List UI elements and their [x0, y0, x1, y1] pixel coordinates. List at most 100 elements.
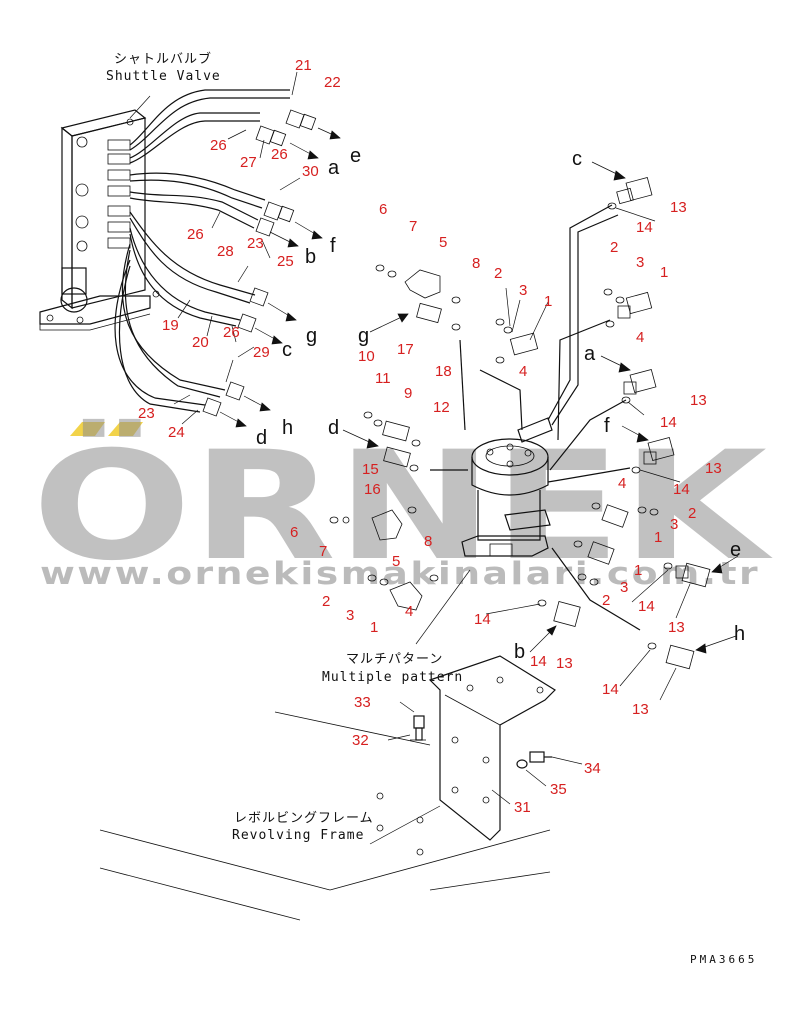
revolving-frame: [99, 711, 551, 921]
multiple-pattern-label-en: Multiple pattern: [322, 670, 463, 685]
part-number: 16: [364, 481, 381, 498]
part-number: 28: [217, 243, 234, 260]
port-letter: a: [584, 343, 596, 365]
fittings-left: [329, 264, 539, 611]
part-number: 13: [705, 460, 722, 477]
part-number: 8: [424, 533, 432, 550]
part-number: 3: [620, 579, 628, 596]
port-letter: a: [328, 157, 340, 179]
port-letter: d: [256, 427, 267, 449]
part-number: 15: [362, 461, 379, 478]
port-letter: e: [730, 539, 741, 561]
part-number: 1: [634, 562, 642, 579]
part-number: 23: [247, 235, 264, 252]
part-number: 1: [660, 264, 668, 281]
part-number: 3: [670, 516, 678, 533]
shuttle-valve: [39, 109, 160, 331]
port-letter: c: [282, 339, 292, 361]
part-number: 34: [584, 760, 601, 777]
part-number: 25: [277, 253, 294, 270]
hose-fittings: [202, 109, 317, 417]
part-number: 3: [636, 254, 644, 271]
part-number: 10: [358, 348, 375, 365]
part-number: 32: [352, 732, 369, 749]
port-letter: e: [350, 145, 361, 167]
part-number: 14: [636, 219, 653, 236]
part-number: 13: [690, 392, 707, 409]
part-number: 22: [324, 74, 341, 91]
part-number: 14: [530, 653, 547, 670]
part-number: 27: [240, 154, 257, 171]
hoses: [114, 89, 290, 413]
revolving-frame-label-jp: レボルビングフレーム: [234, 811, 374, 826]
part-number: 26: [210, 137, 227, 154]
part-number: 6: [379, 201, 387, 218]
part-number: 24: [168, 424, 185, 441]
part-number: 14: [602, 681, 619, 698]
piping: [430, 204, 641, 631]
part-number: 7: [319, 543, 327, 560]
part-number: 19: [162, 317, 179, 334]
port-arrows: [342, 161, 739, 654]
part-number: 26: [223, 324, 240, 341]
part-number: 8: [472, 255, 480, 272]
part-number: 35: [550, 781, 567, 798]
port-letter: h: [734, 623, 745, 645]
captions: シャトルバルブ Shuttle Valve マルチパターン Multiple p…: [106, 51, 754, 966]
part-number: 2: [494, 265, 502, 282]
port-letter: c: [572, 148, 582, 170]
part-number: 2: [610, 239, 618, 256]
part-number: 2: [688, 505, 696, 522]
part-number: 4: [636, 329, 644, 346]
part-number: 14: [474, 611, 491, 628]
part-number: 5: [392, 553, 400, 570]
port-letter: b: [514, 641, 525, 663]
port-letter: f: [330, 235, 336, 257]
part-number: 1: [654, 529, 662, 546]
swivel-joint: [461, 417, 553, 557]
watermark-accent-2: [108, 422, 143, 436]
part-numbers: 21 22 26 27 26 30 26 28 23 25 19 20 26 2…: [138, 57, 722, 816]
part-number: 6: [290, 524, 298, 541]
part-number: 31: [514, 799, 531, 816]
port-letter: h: [282, 417, 293, 439]
multiple-pattern-label-jp: マルチパターン: [346, 652, 443, 667]
part-number: 26: [187, 226, 204, 243]
part-number: 4: [519, 363, 527, 380]
bracket: [410, 655, 556, 841]
revolving-frame-label-en: Revolving Frame: [232, 828, 364, 843]
part-number: 1: [370, 619, 378, 636]
part-number: 13: [632, 701, 649, 718]
part-number: 4: [405, 603, 413, 620]
port-letter: g: [306, 325, 317, 347]
part-number: 2: [602, 592, 610, 609]
part-number: 13: [556, 655, 573, 672]
part-number: 3: [346, 607, 354, 624]
part-number: 14: [673, 481, 690, 498]
part-number: 13: [670, 199, 687, 216]
part-number: 14: [638, 598, 655, 615]
part-number: 14: [660, 414, 677, 431]
part-number: 26: [271, 146, 288, 163]
part-number: 17: [397, 341, 414, 358]
part-number: 30: [302, 163, 319, 180]
part-number: 2: [322, 593, 330, 610]
port-letters: a e b f c g d h c g d a f e b h: [256, 145, 745, 663]
hose-arrows: [219, 127, 341, 428]
part-number: 33: [354, 694, 371, 711]
port-letter: f: [604, 415, 610, 437]
watermark: ÖRNEK www.ornekismakinalari.com.tr: [32, 418, 773, 594]
part-number: 5: [439, 234, 447, 251]
part-number: 18: [435, 363, 452, 380]
fittings: [537, 176, 711, 670]
part-number: 7: [409, 218, 417, 235]
part-number: 29: [253, 344, 270, 361]
watermark-accent-1: [70, 422, 105, 436]
part-number: 4: [618, 475, 626, 492]
part-number: 20: [192, 334, 209, 351]
port-letter: d: [328, 417, 339, 439]
port-letter: b: [305, 246, 316, 268]
part-number: 12: [433, 399, 450, 416]
port-letter: g: [358, 325, 369, 347]
